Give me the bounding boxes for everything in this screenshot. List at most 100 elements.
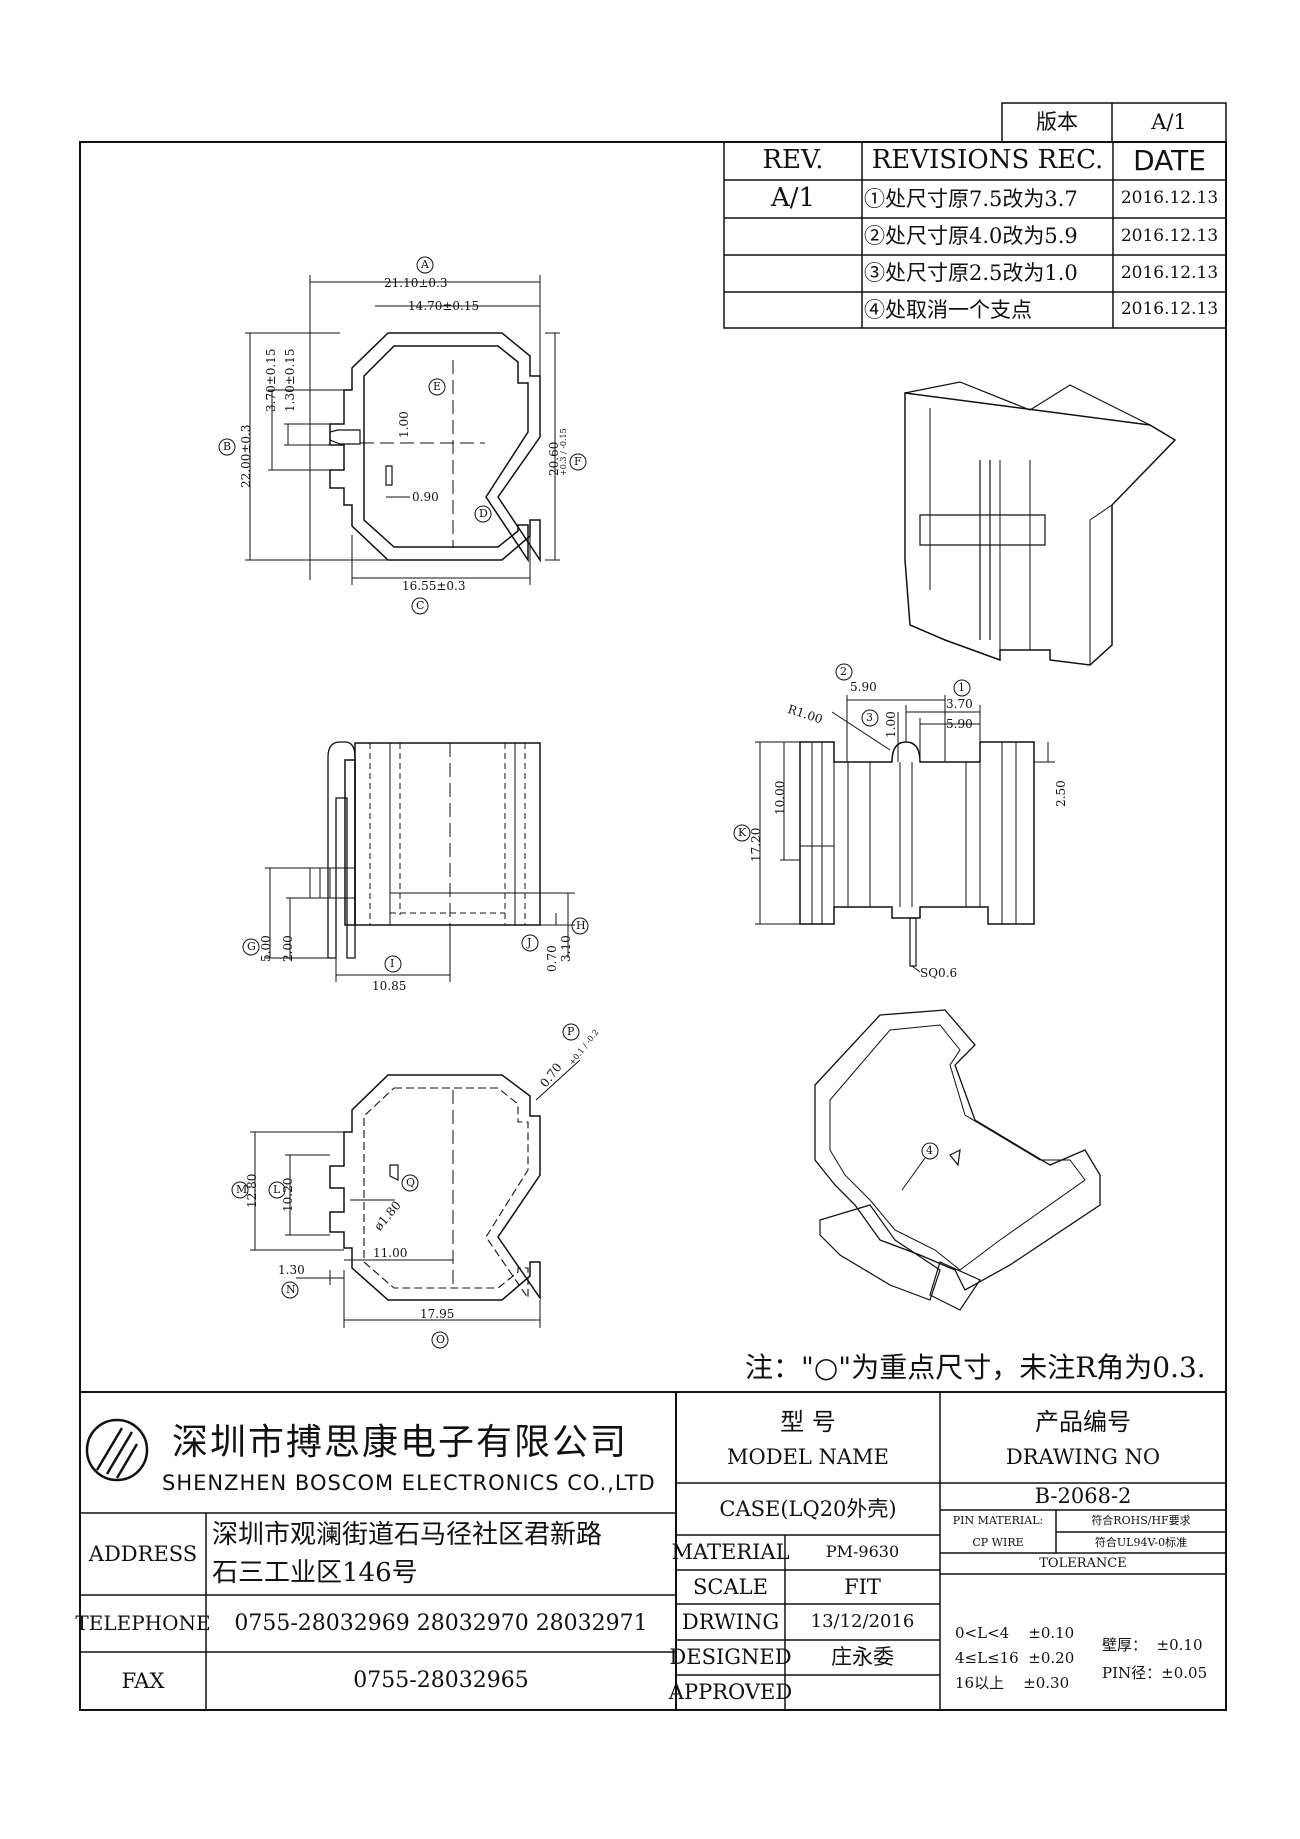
revision-row-3-rec: ③处尺寸原2.5改为1.0 <box>864 261 1078 286</box>
revision-row-4-date: 2016.12.13 <box>1120 299 1219 320</box>
note-text: 注："○"为重点尺寸，未注R角为0.3. <box>745 1351 1206 1384</box>
bottom-dim-d5: 1.30 <box>278 1263 305 1277</box>
model-value: CASE(LQ20外壳) <box>719 1496 897 1521</box>
drawing-value: 13/12/2016 <box>810 1610 915 1632</box>
side-view-dimension-lines <box>265 867 575 982</box>
pin-diameter-tolerance: PIN径：±0.05 <box>1102 1664 1208 1682</box>
front-dim-d7: 17.20 <box>749 827 763 862</box>
top-dim-d1: 21.10±0.3 <box>384 276 448 290</box>
revision-rev-value: A/1 <box>770 183 816 214</box>
front-dim-d3: 5.90 <box>946 717 973 731</box>
marker-l: L <box>273 1183 281 1196</box>
marker-1: 1 <box>958 681 965 694</box>
top-tol-f: +0.3 / -0.15 <box>559 428 568 476</box>
bottom-view-marker-circles <box>231 1023 580 1349</box>
material-value: PM-9630 <box>825 1542 900 1562</box>
top-dim-d7: 1.00 <box>397 411 411 438</box>
revision-header-rec: REVISIONS REC. <box>871 145 1104 176</box>
title-block-grid <box>80 1391 1226 1710</box>
marker-d: D <box>479 507 488 520</box>
material-label: MATERIAL <box>671 1540 790 1565</box>
marker-g: G <box>247 940 256 953</box>
fax-value: 0755-28032965 <box>353 1668 529 1694</box>
top-view-outline <box>329 332 541 563</box>
telephone-label: TELEPHONE <box>75 1611 211 1635</box>
bottom-dim-d3: 11.00 <box>373 1246 408 1260</box>
pin-material-value: 符合ROHS/HF要求 <box>1091 1514 1191 1528</box>
approved-value <box>785 1675 940 1710</box>
drawing-label: DRWING <box>681 1609 780 1634</box>
marker-c: C <box>416 599 425 612</box>
drawing-no-label-cn: 产品编号 <box>1035 1408 1131 1437</box>
tolerance-row-1: 0<L<4 ±0.10 <box>955 1624 1075 1642</box>
revision-row-2-date: 2016.12.13 <box>1120 225 1219 246</box>
top-dim-d2: 14.70±0.15 <box>408 299 480 313</box>
pin-material-label: PIN MATERIAL: <box>952 1514 1044 1528</box>
marker-2: 2 <box>840 665 847 678</box>
marker-k: K <box>738 826 747 839</box>
marker-a: A <box>421 258 429 271</box>
bottom-view-dimension-lines <box>250 1059 581 1328</box>
bottom-dim-d4: 17.95 <box>420 1307 455 1321</box>
version-label: 版本 <box>1036 110 1078 135</box>
marker-m: M <box>236 1183 248 1196</box>
front-view-outline <box>799 741 1035 967</box>
address-line-1: 深圳市观澜街道石马径社区君新路 <box>212 1520 603 1550</box>
telephone-value: 0755-28032969 28032970 28032971 <box>234 1610 648 1636</box>
front-dim-d4: 1.00 <box>884 711 898 738</box>
scale-label: SCALE <box>693 1574 768 1599</box>
revision-table-grid <box>723 141 1227 329</box>
designed-label: DESIGNED <box>669 1645 792 1670</box>
top-dim-d6: 1.30±0.15 <box>283 348 297 413</box>
marker-4: 4 <box>926 1144 933 1157</box>
top-dim-d8: 0.90 <box>412 490 439 504</box>
scale-value: FIT <box>844 1574 881 1599</box>
revision-row-3-date: 2016.12.13 <box>1120 262 1219 283</box>
side-view-marker-circles <box>242 917 589 973</box>
marker-n: N <box>286 1283 296 1296</box>
revision-row-1-date: 2016.12.13 <box>1120 188 1219 209</box>
version-value: A/1 <box>1151 110 1187 135</box>
marker-p: P <box>567 1025 575 1038</box>
revision-row-2-rec: ②处尺寸原4.0改为5.9 <box>864 224 1078 249</box>
front-dim-d9: SQ0.6 <box>920 966 958 980</box>
top-view-dimension-lines <box>245 275 560 585</box>
tolerance-row-2: 4≤L≤16 ±0.20 <box>955 1649 1075 1667</box>
wall-thickness-tolerance: 壁厚： ±0.10 <box>1102 1636 1203 1654</box>
front-dim-d6: 10.00 <box>773 780 787 815</box>
isometric-view-bottom <box>814 1009 1101 1311</box>
designed-value: 庄永委 <box>831 1645 894 1670</box>
marker-o: O <box>436 1333 446 1346</box>
bottom-view-outline <box>329 1074 541 1301</box>
revision-header-rev: REV. <box>762 145 824 176</box>
bottom-dim-d2: 10.20 <box>281 1177 295 1212</box>
tolerance-label: TOLERANCE <box>1039 1555 1127 1571</box>
company-logo <box>85 1418 149 1482</box>
front-view-dimension-lines <box>755 695 1055 973</box>
marker-b: B <box>223 440 232 453</box>
cp-wire-value: 符合UL94V-0标准 <box>1094 1535 1188 1549</box>
model-label-cn: 型 号 <box>780 1408 836 1437</box>
company-name-cn: 深圳市搏思康电子有限公司 <box>172 1422 629 1463</box>
fax-label: FAX <box>121 1668 165 1693</box>
top-dim-d4: 22.00±0.3 <box>239 424 253 489</box>
address-line-2: 石三工业区146号 <box>212 1558 418 1588</box>
tolerance-row-3: 16以上 ±0.30 <box>955 1674 1070 1692</box>
model-label-en: MODEL NAME <box>727 1444 889 1469</box>
address-label: ADDRESS <box>88 1541 198 1566</box>
front-dim-d1: 5.90 <box>850 680 877 694</box>
side-dim-d5: 3.10 <box>559 935 573 962</box>
marker-q: Q <box>406 1176 416 1189</box>
front-dim-d8: 2.50 <box>1054 780 1068 807</box>
side-dim-d3: 10.85 <box>372 979 407 993</box>
front-view-marker-circles <box>733 663 971 842</box>
marker-i: I <box>390 957 395 970</box>
top-dim-d5: 3.70±0.15 <box>264 348 278 413</box>
revision-row-4-rec: ④处取消一个支点 <box>864 297 1032 322</box>
cp-wire-label: CP WIRE <box>972 1535 1024 1549</box>
revision-header-date: DATE <box>1133 144 1206 178</box>
company-name-en: SHENZHEN BOSCOM ELECTRONICS CO.,LTD <box>162 1471 656 1495</box>
drawing-no-label-en: DRAWING NO <box>1005 1444 1161 1469</box>
top-dim-d3: 16.55±0.3 <box>402 579 466 593</box>
